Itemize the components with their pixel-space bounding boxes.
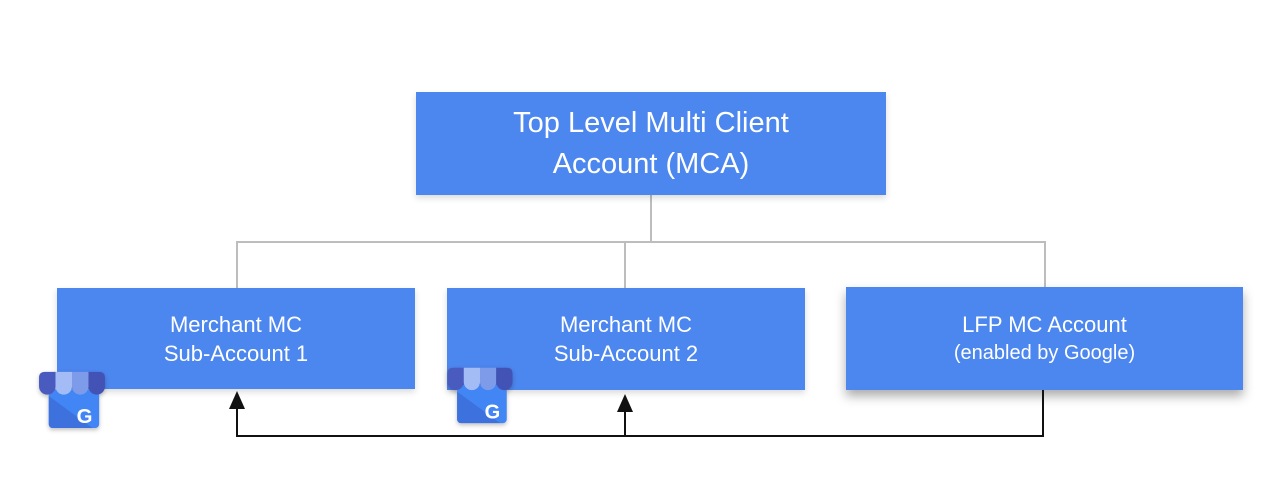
arrowhead-into-sub1 [229,391,245,409]
node-sub2-line2: Sub-Account 2 [553,341,699,366]
feed-line-horizontal [236,435,1044,437]
google-business-profile-icon: G [447,367,513,423]
connector-drop-sub1 [236,241,238,289]
icon-letter-g: G [485,401,501,423]
icon-letter-g: G [77,406,93,428]
node-lfp-mc-account: LFP MC Account (enabled by Google) [846,287,1243,390]
feed-line-up-sub1 [236,407,238,437]
feed-line-lfp-down [1042,390,1044,437]
google-business-profile-icon: G [39,371,105,428]
node-lfp-line2: (enabled by Google) [953,341,1136,364]
connector-top-stem [650,195,652,242]
arrowhead-into-sub2 [617,394,633,412]
node-lfp-line1: LFP MC Account [962,311,1127,337]
node-top-level-mca: Top Level Multi Client Account (MCA) [416,92,886,195]
node-sub2-line1: Merchant MC [559,312,693,337]
node-top-level-mca-line1: Top Level Multi Client [513,106,789,139]
node-sub1-line1: Merchant MC [169,311,303,337]
connector-drop-lfp [1044,241,1046,288]
node-merchant-sub-account-1: Merchant MC Sub-Account 1 [57,288,415,389]
connector-rail [236,241,1046,243]
node-top-level-mca-line2: Account (MCA) [552,147,750,180]
connector-drop-sub2 [624,241,626,289]
feed-line-up-sub2 [624,410,626,437]
node-sub1-line2: Sub-Account 1 [163,340,309,366]
